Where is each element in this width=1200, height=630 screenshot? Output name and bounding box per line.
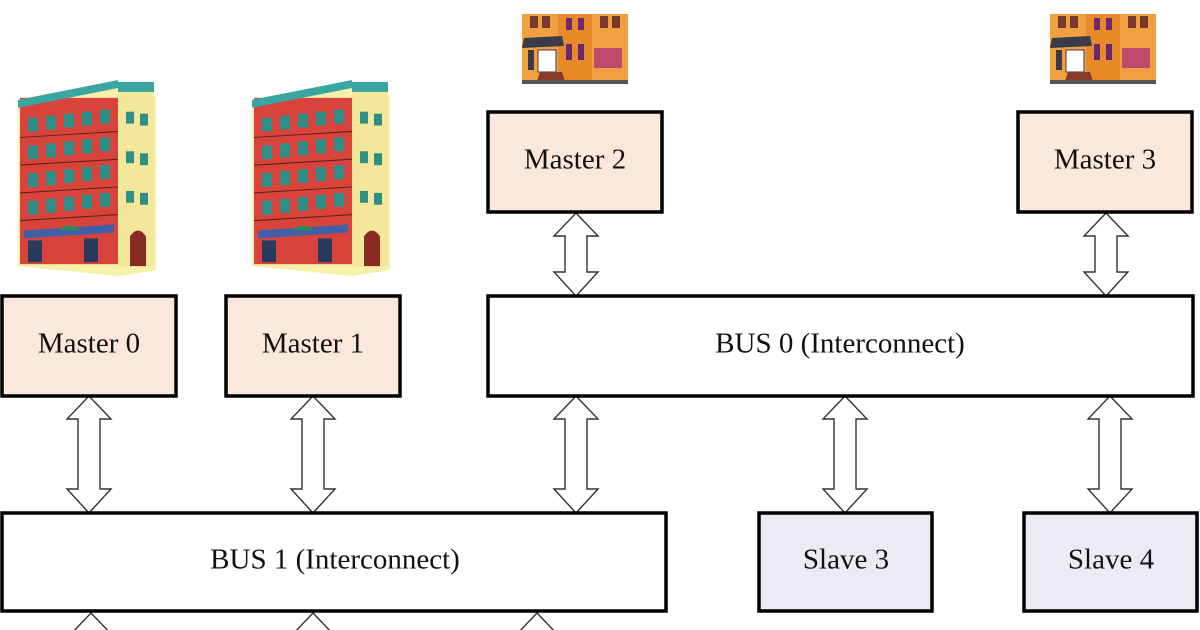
master3-block: Master 3 — [1016, 110, 1194, 214]
master1-label: Master 1 — [262, 328, 364, 360]
arrow-bus0-slave3 — [821, 394, 869, 515]
arrow-bus1-down-mid — [295, 611, 331, 630]
slave4-label: Slave 4 — [1068, 544, 1155, 576]
master2-block: Master 2 — [486, 110, 664, 214]
master1-block: Master 1 — [224, 294, 402, 398]
building-icon-master1 — [251, 79, 391, 277]
slave4-block: Slave 4 — [1022, 511, 1199, 613]
building-icon-master3 — [1049, 13, 1157, 85]
slave3-label: Slave 3 — [803, 544, 889, 576]
bus1-block: BUS 1 (Interconnect) — [0, 511, 668, 613]
connectors — [65, 211, 1134, 630]
master2-label: Master 2 — [524, 144, 626, 176]
arrow-master3-bus0 — [1082, 211, 1130, 298]
master0-label: Master 0 — [38, 328, 140, 360]
arrow-master2-bus0 — [552, 211, 600, 298]
master3-label: Master 3 — [1054, 144, 1156, 176]
arrow-master0-bus1 — [65, 394, 113, 515]
building-icon-master2 — [521, 13, 629, 85]
arrow-master1-bus1 — [289, 394, 337, 515]
master0-block: Master 0 — [0, 294, 178, 398]
building-icon-master0 — [17, 79, 157, 277]
arrow-bus1-down-right — [519, 611, 555, 630]
arrow-bus0-slave4 — [1086, 394, 1134, 515]
slave3-block: Slave 3 — [757, 511, 934, 613]
bus0-label: BUS 0 (Interconnect) — [715, 328, 965, 360]
bus1-label: BUS 1 (Interconnect) — [210, 544, 460, 576]
arrow-bus0-bus1 — [552, 394, 600, 515]
arrow-bus1-down-left — [73, 611, 109, 630]
bus0-block: BUS 0 (Interconnect) — [486, 294, 1195, 398]
